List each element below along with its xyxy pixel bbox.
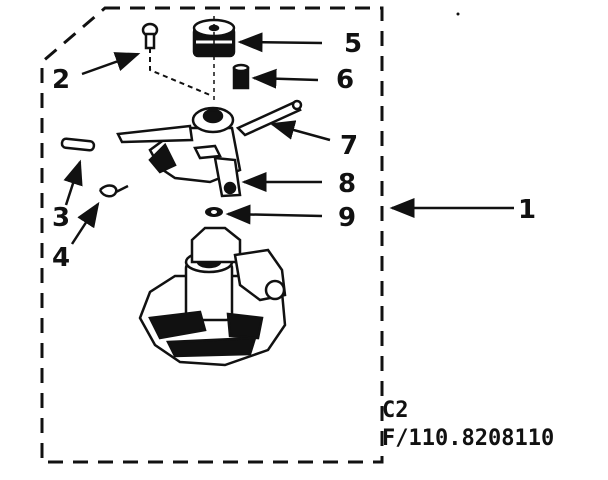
callout-4-arrow [70, 201, 100, 245]
callout-6-arrow [251, 68, 319, 89]
part-4-clip [98, 184, 129, 198]
part-2-guide-line [149, 48, 211, 96]
part-6-insert [232, 63, 250, 90]
callout-5-arrow [237, 32, 323, 53]
figure-number: F/110.8208110 [382, 426, 555, 451]
callout-7-label: 7 [340, 131, 358, 161]
stray-mark [456, 12, 460, 16]
callout-9-label: 9 [338, 203, 356, 233]
callout-9-arrow [225, 204, 323, 225]
callout-4-label: 4 [52, 243, 70, 273]
callout-5-label: 5 [344, 29, 362, 59]
callout-3-label: 3 [52, 203, 70, 233]
assembly-boundary-dashed [40, 6, 384, 464]
callout-3-arrow [63, 159, 83, 206]
callout-7-arrow [269, 120, 331, 142]
diagram-code: C2 [382, 398, 409, 423]
callout-8-label: 8 [338, 169, 356, 199]
callout-2-label: 2 [52, 65, 70, 95]
callout-6-label: 6 [336, 65, 354, 95]
lower-base [138, 226, 287, 367]
upper-mechanism [116, 99, 303, 198]
part-3-pin [60, 137, 96, 152]
callout-2-arrow [81, 52, 141, 76]
part-2-screw [141, 22, 159, 50]
part-9-washer [205, 207, 223, 217]
callout-1-label: 1 [518, 195, 536, 225]
